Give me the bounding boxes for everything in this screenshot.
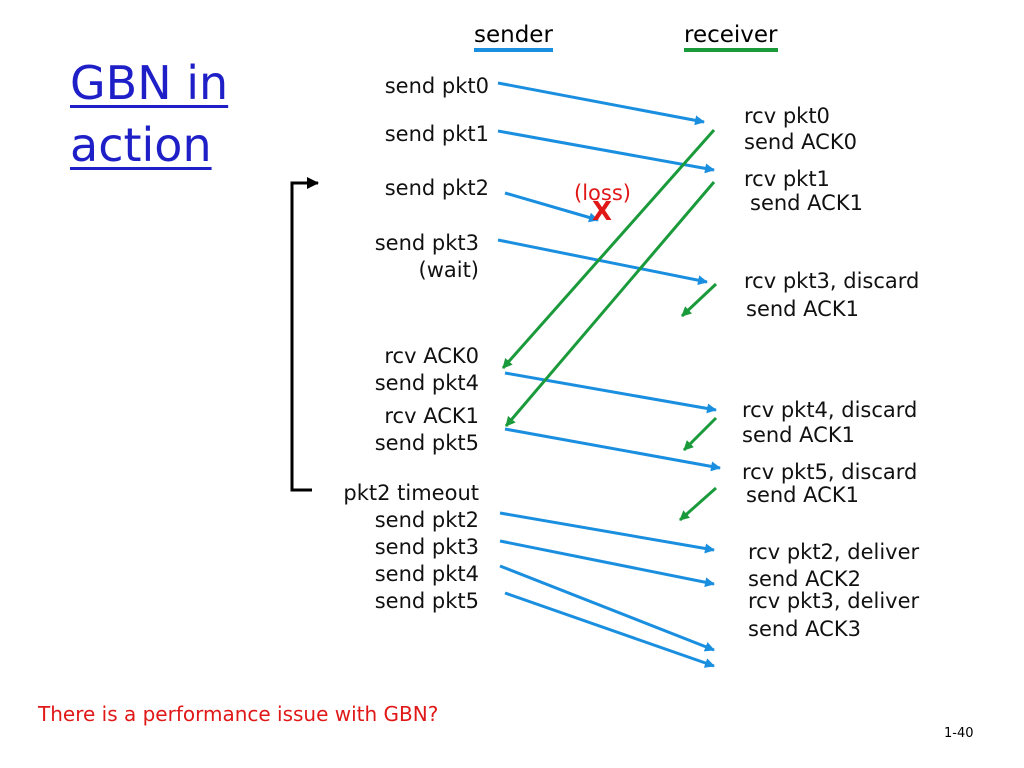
loss-x-mark: X	[592, 197, 613, 227]
slide-number: 1-40	[944, 726, 974, 741]
receiver-header-underline	[684, 48, 778, 52]
receiver-event-rcv-pkt4-discard: rcv pkt4, discard	[742, 398, 918, 422]
receiver-event-send-ack1: send ACK1	[750, 191, 863, 215]
receiver-event-rcv-pkt3-deliver: rcv pkt3, deliver	[748, 589, 920, 613]
sender-header-underline	[474, 48, 553, 52]
sender-event-wait: (wait)	[418, 258, 480, 282]
ack1-dup-arrow-2	[682, 416, 718, 452]
pkt3-arrow	[497, 238, 708, 286]
pkt2-lost-arrow	[504, 191, 599, 223]
sender-event-send-pkt5: send pkt5	[374, 431, 479, 455]
receiver-column-header: receiver	[684, 22, 778, 52]
ack1-dup-arrow-3	[679, 486, 717, 522]
sender-event-send-pkt3: send pkt3	[374, 231, 479, 255]
pkt0-arrow	[497, 81, 705, 126]
sender-header-label: sender	[474, 22, 553, 48]
receiver-event-send-ack1-dup3: send ACK1	[746, 483, 859, 507]
pkt2-resend-arrow	[499, 511, 715, 554]
sender-event-send-pkt4-again: send pkt4	[374, 562, 479, 586]
sender-column-header: sender	[474, 22, 553, 52]
receiver-event-rcv-pkt2-deliver: rcv pkt2, deliver	[748, 540, 920, 564]
sender-event-send-pkt2-again: send pkt2	[374, 508, 479, 532]
title-line-2: action	[70, 118, 212, 172]
receiver-event-rcv-pkt3-discard: rcv pkt3, discard	[744, 269, 920, 293]
pkt4-arrow	[504, 371, 717, 414]
loss-label: (loss)	[574, 181, 631, 205]
receiver-event-rcv-pkt0: rcv pkt0	[744, 104, 830, 128]
ack0-arrow	[501, 129, 716, 369]
ack1-arrow	[504, 181, 716, 427]
receiver-event-send-ack1-dup2: send ACK1	[742, 423, 855, 447]
receiver-event-send-ack1-dup1: send ACK1	[746, 297, 859, 321]
pkt3-resend-arrow	[499, 539, 715, 588]
ack1-dup-arrow-1	[680, 282, 718, 318]
sender-event-send-pkt3-again: send pkt3	[374, 535, 479, 559]
pkt5-resend-arrow	[504, 591, 715, 668]
receiver-header-label: receiver	[684, 22, 778, 48]
sender-event-send-pkt5-again: send pkt5	[374, 589, 479, 613]
pkt4-resend-arrow	[499, 564, 715, 652]
receiver-event-send-ack0: send ACK0	[744, 130, 857, 154]
receiver-event-send-ack3: send ACK3	[748, 617, 861, 641]
performance-question: There is a performance issue with GBN?	[38, 702, 439, 726]
sender-event-rcv-ack1: rcv ACK1	[384, 404, 479, 428]
receiver-event-send-ack2: send ACK2	[748, 567, 861, 591]
sender-event-send-pkt2: send pkt2	[384, 176, 489, 200]
sender-event-send-pkt0: send pkt0	[384, 74, 489, 98]
pkt5-arrow	[504, 427, 721, 472]
slide-title: GBN in action	[70, 52, 228, 176]
sender-event-pkt2-timeout: pkt2 timeout	[343, 481, 479, 505]
sender-event-send-pkt1: send pkt1	[384, 122, 489, 146]
receiver-event-rcv-pkt1: rcv pkt1	[744, 167, 830, 191]
sender-event-rcv-ack0: rcv ACK0	[384, 344, 479, 368]
title-line-1: GBN in	[70, 56, 229, 110]
timeout-bracket	[290, 177, 319, 492]
pkt1-arrow	[497, 129, 715, 174]
receiver-event-rcv-pkt5-discard: rcv pkt5, discard	[742, 460, 918, 484]
sender-event-send-pkt4: send pkt4	[374, 371, 479, 395]
